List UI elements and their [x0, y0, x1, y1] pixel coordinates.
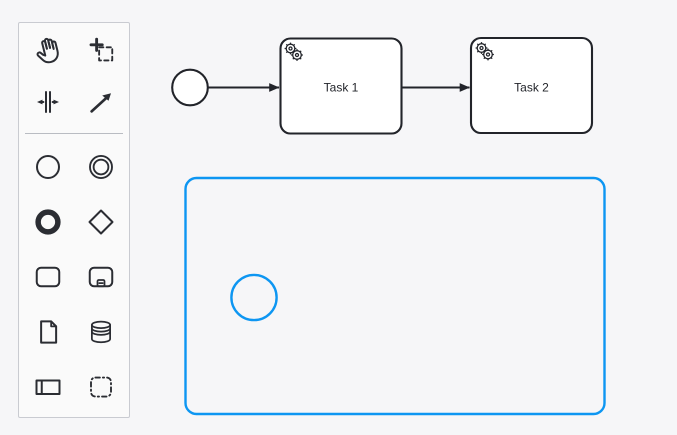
- palette-create-task[interactable]: [21, 249, 74, 304]
- palette-create-data-store[interactable]: [74, 304, 127, 359]
- subprocess-shape[interactable]: [184, 176, 606, 416]
- diamond-icon: [88, 209, 113, 234]
- database-cylinder-icon: [90, 320, 111, 343]
- palette: [18, 22, 130, 418]
- rounded-rectangle-icon: [35, 266, 60, 287]
- task-1-label: Task 1: [324, 81, 359, 95]
- subprocess-start-event[interactable]: [230, 273, 278, 322]
- palette-create-gateway[interactable]: [74, 194, 127, 249]
- palette-create-intermediate-event[interactable]: [74, 139, 127, 194]
- task-2-label: Task 2: [514, 81, 549, 95]
- palette-row-tools-1: [19, 25, 129, 76]
- lasso-icon: [89, 37, 113, 61]
- palette-global-connect-tool[interactable]: [74, 76, 127, 127]
- start-event[interactable]: [171, 68, 209, 107]
- palette-create-start-event[interactable]: [21, 139, 74, 194]
- palette-separator: [25, 133, 123, 134]
- subprocess-expanded[interactable]: [184, 176, 606, 416]
- palette-row-tasks: [19, 249, 129, 304]
- palette-row-data: [19, 304, 129, 359]
- document-icon: [39, 319, 57, 344]
- palette-create-subprocess[interactable]: [74, 249, 127, 304]
- space-tool-icon: [36, 90, 59, 113]
- palette-row-tools-2: [19, 76, 129, 127]
- task-2[interactable]: Task 2: [469, 36, 594, 135]
- pool-icon: [34, 379, 60, 395]
- palette-create-participant[interactable]: [21, 359, 74, 414]
- thin-circle-icon: [35, 154, 60, 179]
- dash-dot-rectangle-icon: [89, 376, 112, 397]
- palette-create-data-object[interactable]: [21, 304, 74, 359]
- palette-row-containers: [19, 359, 129, 414]
- double-circle-icon: [88, 154, 113, 179]
- palette-space-tool[interactable]: [21, 76, 74, 127]
- palette-create-end-event[interactable]: [21, 194, 74, 249]
- task-1[interactable]: Task 1: [279, 37, 403, 135]
- palette-create-group[interactable]: [74, 359, 127, 414]
- palette-hand-tool[interactable]: [21, 25, 74, 76]
- hand-icon: [36, 37, 59, 63]
- connect-arrow-icon: [89, 92, 111, 113]
- thick-circle-icon: [34, 208, 61, 235]
- palette-lasso-tool[interactable]: [74, 25, 127, 76]
- palette-row-events-1: [19, 139, 129, 194]
- palette-row-events-2: [19, 194, 129, 249]
- subprocess-collapsed-icon: [88, 266, 113, 287]
